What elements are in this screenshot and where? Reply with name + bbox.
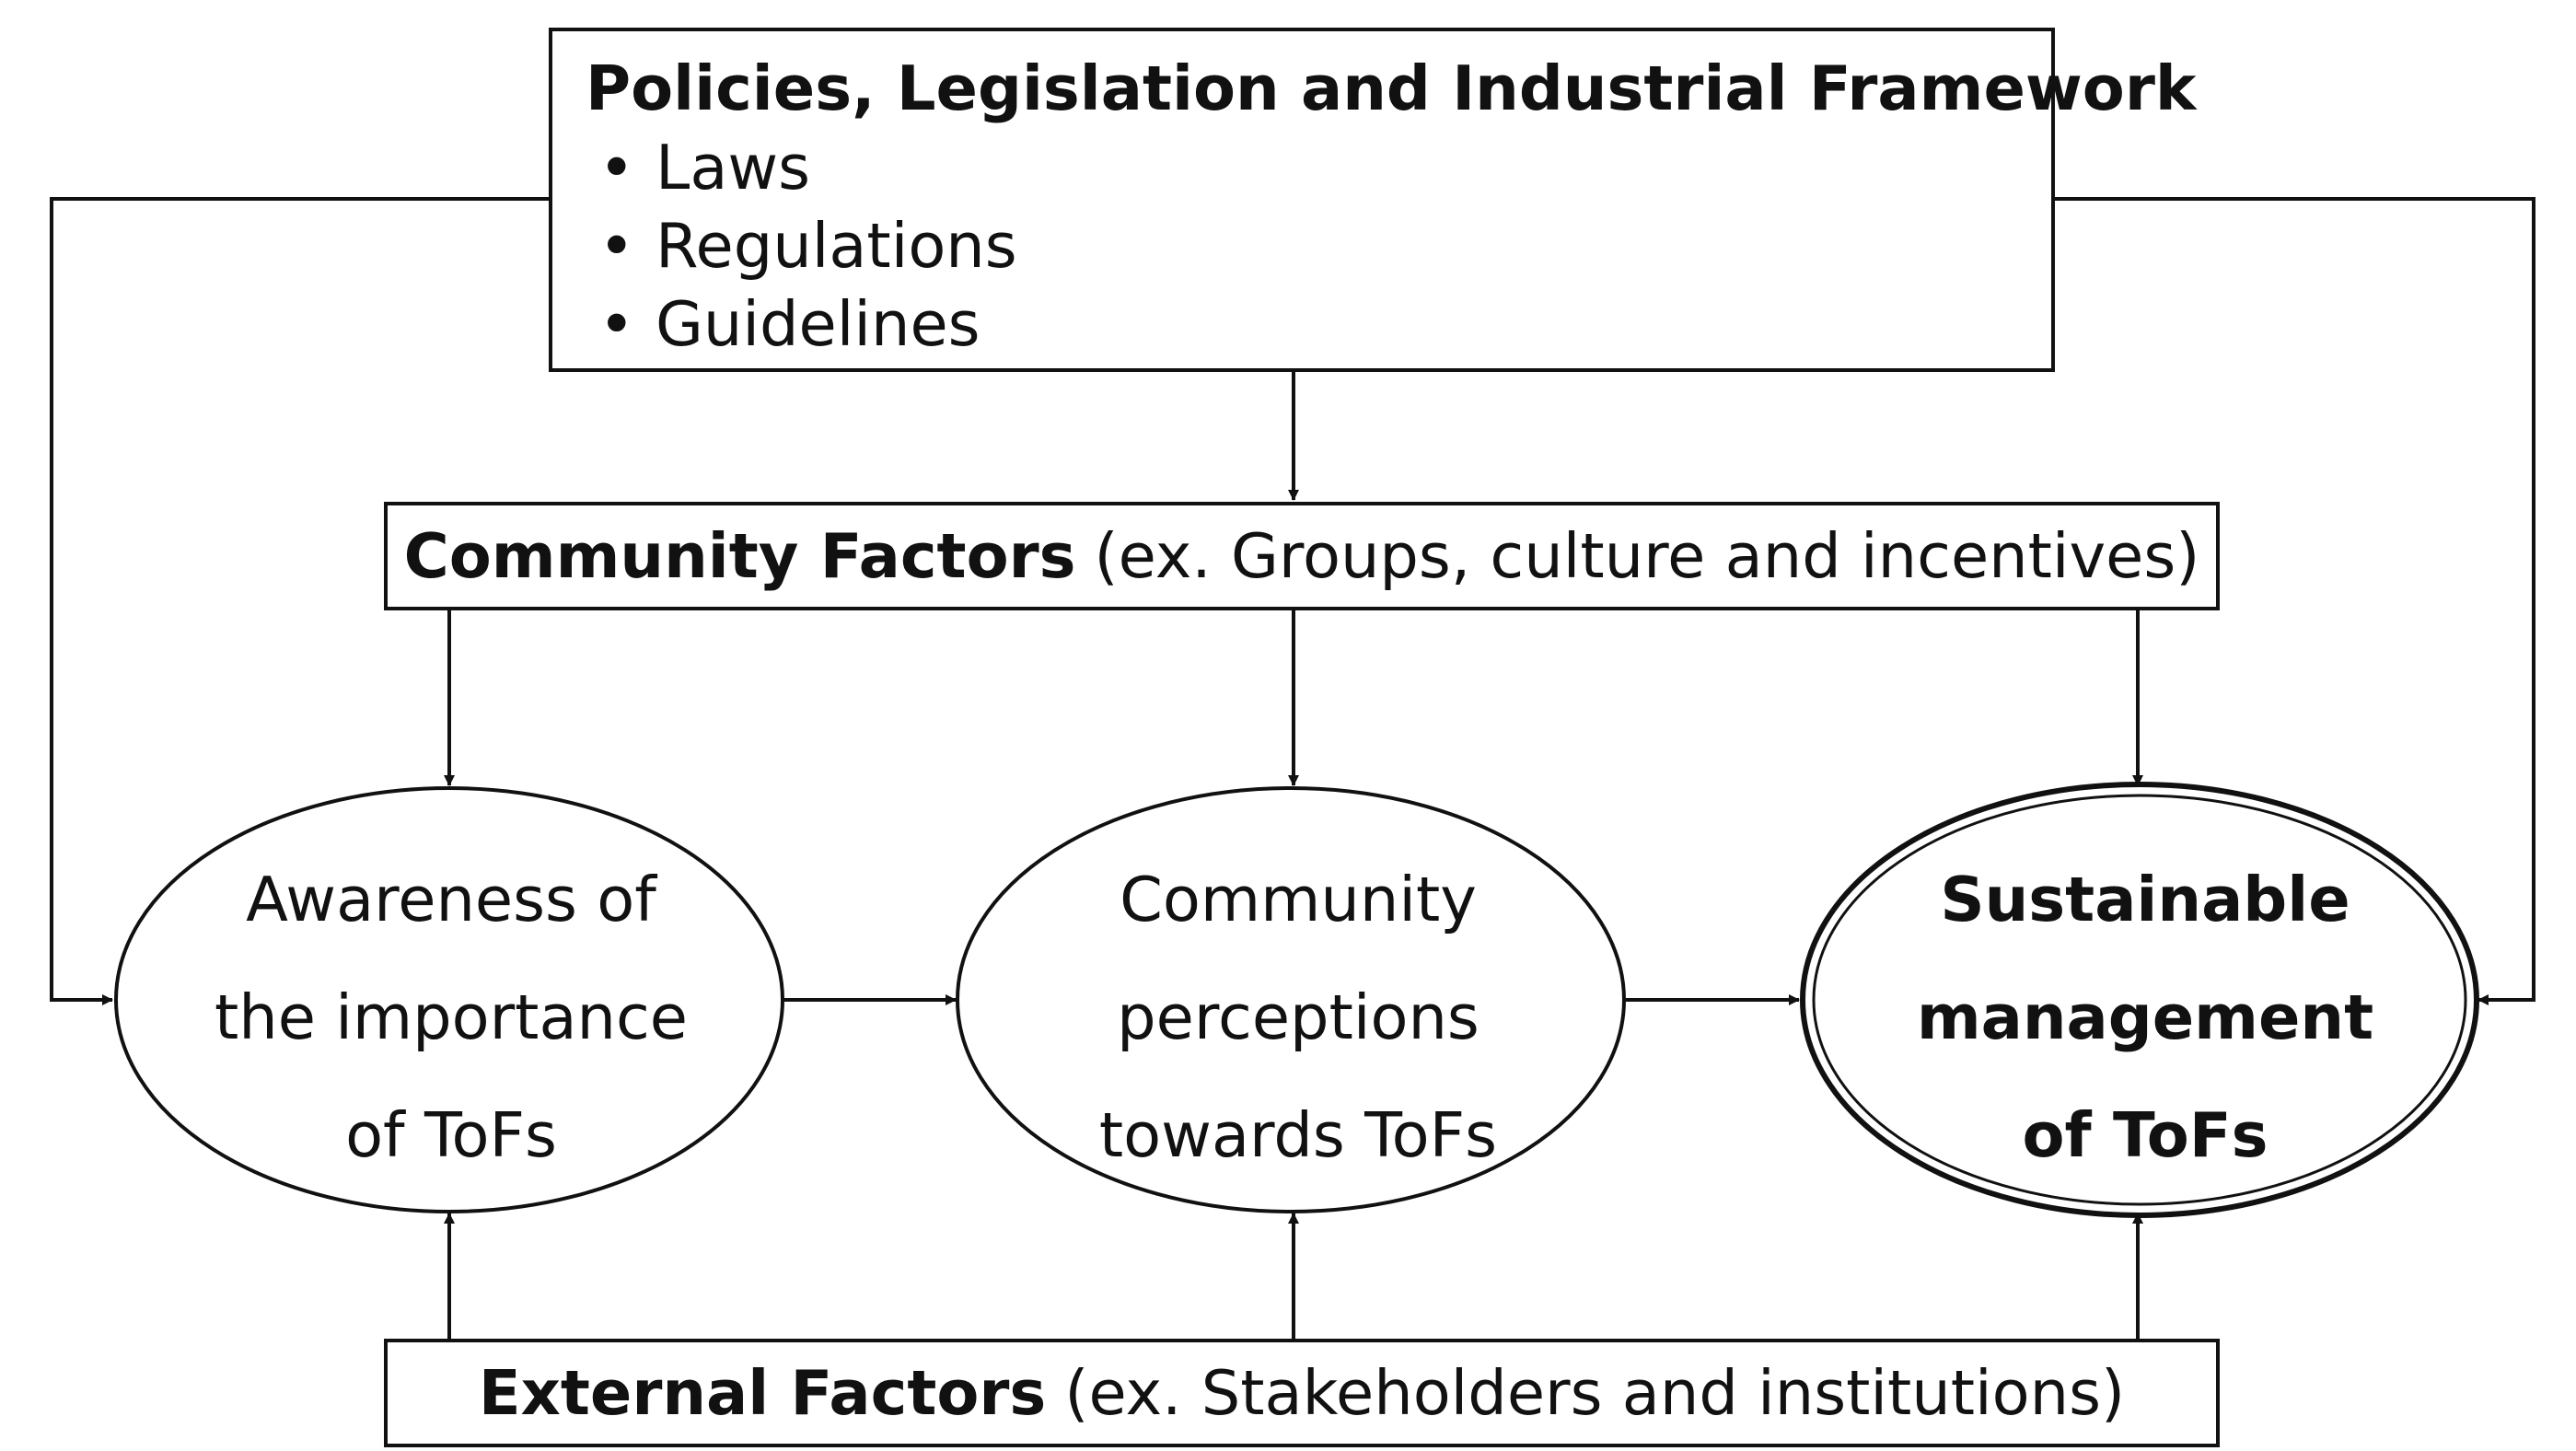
perceptions-node-label: Community perceptions towards ToFs xyxy=(967,815,1630,1220)
policy-framework-title: Policies, Legislation and Industrial Fra… xyxy=(586,52,2197,124)
policy-framework-list: • Laws • Regulations • Guidelines xyxy=(586,129,2051,364)
sustainable-line-3: of ToFs xyxy=(2022,1099,2269,1171)
bullet-icon: • xyxy=(598,288,635,361)
perceptions-ellipse xyxy=(956,786,1626,1213)
awareness-ellipse xyxy=(114,786,784,1213)
community-factors-box: Community Factors (ex. Groups, culture a… xyxy=(384,502,2220,610)
awareness-line-3: of ToFs xyxy=(345,1099,557,1171)
perceptions-line-3: towards ToFs xyxy=(1098,1099,1498,1171)
sustainable-node-label: Sustainable management of ToFs xyxy=(1814,815,2477,1220)
awareness-line-2: the importance xyxy=(214,981,689,1053)
community-factors-detail: (ex. Groups, culture and incentives) xyxy=(1094,520,2200,592)
perceptions-line-1: Community xyxy=(1120,864,1477,935)
perceptions-line-2: perceptions xyxy=(1117,981,1479,1053)
sustainable-ellipse-outer xyxy=(1800,782,2479,1218)
awareness-node-label: Awareness of the importance of ToFs xyxy=(120,815,783,1220)
policy-item-laws: Laws xyxy=(656,132,811,204)
policy-to-sustainable-connector xyxy=(2055,197,2535,1005)
policy-to-awareness-connector xyxy=(50,197,549,1005)
sustainable-line-1: Sustainable xyxy=(1940,864,2350,935)
policy-framework-box: Policies, Legislation and Industrial Fra… xyxy=(549,28,2197,372)
policy-item-regulations: Regulations xyxy=(656,210,1017,283)
sustainable-ellipse-inner xyxy=(1812,794,2467,1206)
sustainable-line-2: management xyxy=(1916,981,2374,1053)
list-item: • Laws xyxy=(586,129,2051,207)
list-item: • Guidelines xyxy=(586,285,2051,364)
external-factors-detail: (ex. Stakeholders and institutions) xyxy=(1064,1357,2126,1429)
awareness-line-1: Awareness of xyxy=(246,864,656,935)
policy-item-guidelines: Guidelines xyxy=(656,288,981,361)
bullet-icon: • xyxy=(598,132,635,204)
community-factors-title: Community Factors xyxy=(403,520,1076,592)
list-item: • Regulations xyxy=(586,207,2051,285)
bullet-icon: • xyxy=(598,210,635,283)
external-factors-box: External Factors (ex. Stakeholders and i… xyxy=(384,1339,2220,1447)
external-factors-title: External Factors xyxy=(478,1357,1047,1429)
